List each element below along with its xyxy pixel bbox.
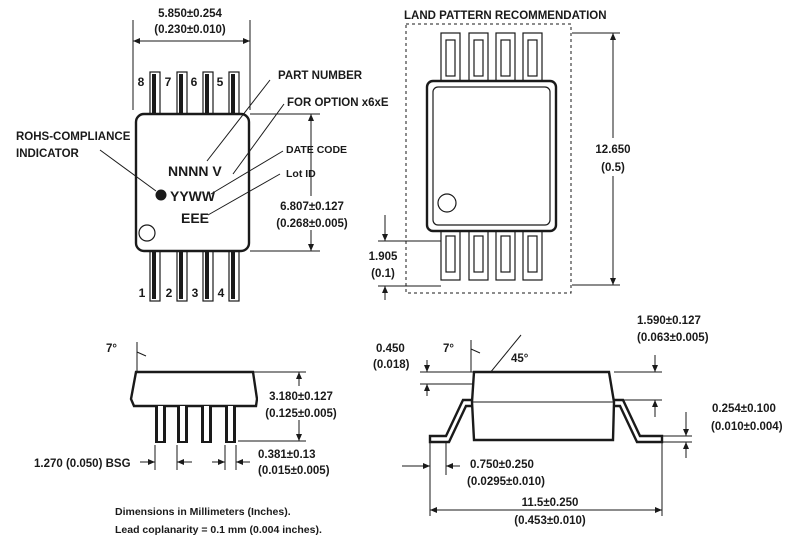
width-dimension-in: (0.230±0.010): [154, 24, 226, 36]
land-pitch-in: (0.1): [371, 268, 395, 280]
end-angle-7: 7°: [443, 343, 454, 355]
side-height-in: (0.125±0.005): [265, 408, 337, 420]
land-pattern-title: LAND PATTERN RECOMMENDATION: [404, 10, 607, 22]
side-lead-width-mm: 0.381±0.13: [258, 449, 315, 461]
land-total-mm: 12.650: [595, 144, 630, 156]
top-view: 5.850±0.254 (0.230±0.010) 8 7 6 5 1 2 3 …: [16, 8, 389, 302]
side-pitch: 1.270 (0.050) BSG: [34, 458, 131, 470]
land-total-in: (0.5): [601, 162, 625, 174]
pin-7-label: 7: [165, 75, 172, 89]
end-chamfer-mm: 0.450: [376, 343, 405, 355]
callout-rohs-line2: INDICATOR: [16, 148, 80, 160]
height-dimension-in: (0.268±0.005): [276, 218, 348, 230]
land-pattern: LAND PATTERN RECOMMENDATION 12.650 (0.5): [369, 10, 640, 300]
note-dimensions: Dimensions in Millimeters (Inches).: [115, 506, 291, 518]
land-pads-top: [440, 32, 543, 84]
land-pattern-outline: [405, 23, 572, 294]
end-foot-in: (0.0295±0.010): [467, 476, 545, 488]
side-lead-width-in: (0.015±0.005): [258, 465, 330, 477]
width-dimension-mm: 5.850±0.254: [158, 8, 222, 20]
callout-option: FOR OPTION x6xE: [287, 97, 389, 109]
land-pads-bottom: [440, 227, 543, 281]
end-top-mm: 1.590±0.127: [637, 315, 701, 327]
callout-part-number: PART NUMBER: [278, 70, 363, 82]
package-body-end: [470, 370, 616, 442]
end-angle-45: 45°: [511, 353, 529, 365]
pin-1-label: 1: [139, 286, 146, 300]
marking-lot-id: EEE: [181, 210, 209, 226]
pin-4-label: 4: [218, 286, 225, 300]
end-top-in: (0.063±0.005): [637, 332, 709, 344]
note-coplanarity: Lead coplanarity = 0.1 mm (0.004 inches)…: [115, 524, 322, 536]
end-overall-in: (0.453±0.010): [514, 515, 586, 527]
callout-lot-id: Lot ID: [286, 168, 316, 180]
lead-left: [428, 398, 472, 444]
callout-date-code: DATE CODE: [286, 144, 347, 156]
end-lead-thk-in: (0.010±0.004): [711, 421, 783, 433]
side-angle-label: 7°: [106, 343, 117, 355]
marking-part-number: NNNN V: [168, 163, 222, 179]
pin-3-label: 3: [192, 286, 199, 300]
end-foot-mm: 0.750±0.250: [470, 459, 534, 471]
pin-6-label: 6: [191, 75, 198, 89]
end-chamfer-in: (0.018): [373, 359, 410, 371]
pin-2-label: 2: [166, 286, 173, 300]
end-overall-mm: 11.5±0.250: [522, 497, 579, 509]
marking-date-code: YYWW: [170, 188, 216, 204]
height-dimension-mm: 6.807±0.127: [280, 201, 344, 213]
callout-rohs-line1: ROHS-COMPLIANCE: [16, 131, 131, 143]
land-pitch-mm: 1.905: [369, 251, 398, 263]
side-view: 7° 3.180±0.127 (0.125±0.005) 1.270 (0.05…: [34, 342, 344, 477]
pin1-dimple: [138, 224, 156, 242]
pin-8-label: 8: [138, 75, 145, 89]
top-pins: [149, 71, 240, 116]
side-height-mm: 3.180±0.127: [269, 391, 333, 403]
lead-right: [614, 398, 664, 444]
package-body-side: [129, 370, 259, 408]
end-view: 0.450 (0.018) 7° 45° 1.590±0.127 (0.063±…: [373, 315, 783, 527]
bottom-pins: [149, 248, 240, 302]
package-body-top: [134, 112, 251, 253]
land-package-body: [425, 79, 558, 233]
side-leads: [155, 406, 236, 443]
pin-5-label: 5: [217, 75, 224, 89]
end-lead-thk-mm: 0.254±0.100: [712, 403, 776, 415]
rohs-dot: [155, 189, 167, 201]
